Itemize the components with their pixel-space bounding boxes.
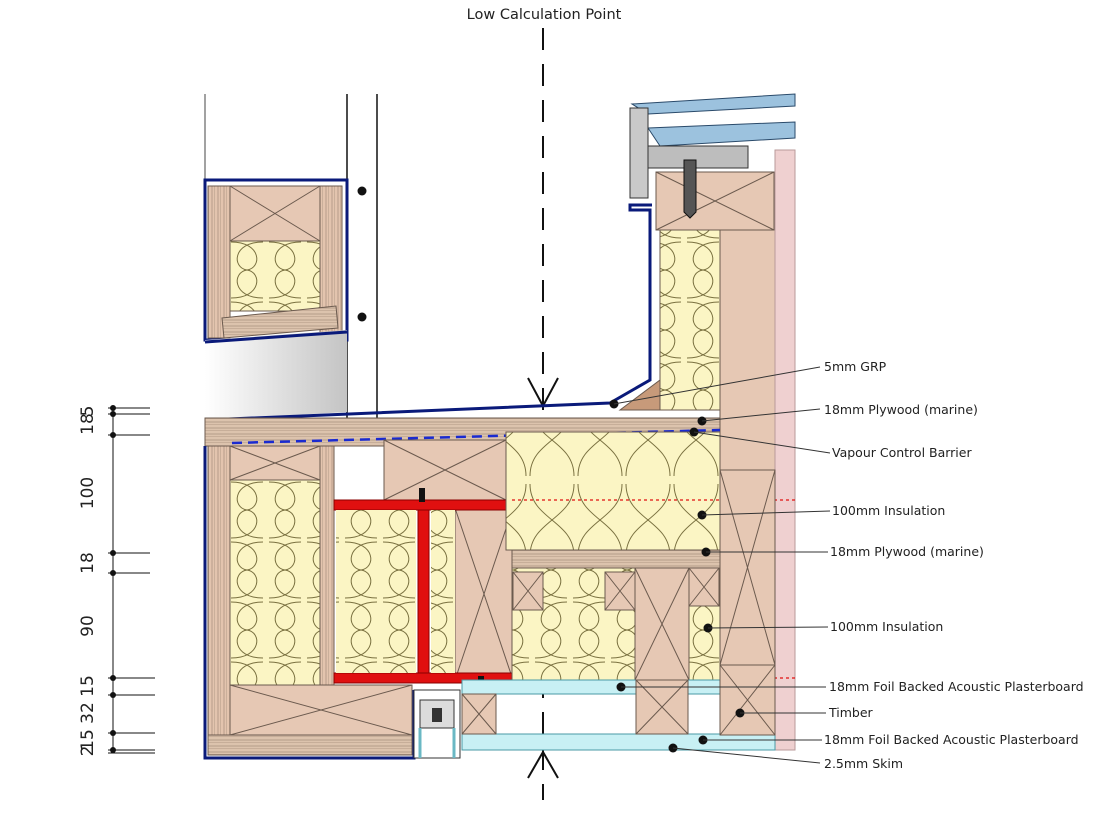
- sole-plate: [207, 734, 413, 756]
- upstand-insulation: [659, 229, 721, 411]
- timber-cross: [688, 567, 720, 607]
- bolt-icon: [419, 488, 425, 502]
- label-plywood-top: 18mm Plywood (marine): [824, 402, 978, 417]
- fixing-dot: [357, 312, 367, 322]
- wall-insulation: [229, 479, 321, 686]
- label-insulation-top: 100mm Insulation: [832, 503, 945, 518]
- render-layer: [774, 149, 796, 751]
- right-stud: [319, 445, 335, 687]
- up-arrow: [527, 749, 559, 779]
- dimension-label: 100: [78, 477, 98, 509]
- label-plasterboard-bottom: 18mm Foil Backed Acoustic Plasterboard: [824, 732, 1079, 747]
- diagram-title: Low Calculation Point: [467, 7, 622, 23]
- parapet-stud-left: [207, 185, 231, 339]
- dimension-label: 18: [78, 552, 98, 574]
- timber-cross: [461, 693, 497, 735]
- label-insulation-low: 100mm Insulation: [830, 619, 943, 634]
- label-plasterboard-top: 18mm Foil Backed Acoustic Plasterboard: [829, 679, 1084, 694]
- left-stud: [207, 445, 231, 739]
- track-clip: [432, 708, 442, 722]
- dimension-label: 5: [78, 406, 98, 417]
- parapet-board: [221, 305, 339, 339]
- dimension-label: 90: [78, 615, 98, 637]
- label-plywood-mid: 18mm Plywood (marine): [830, 544, 984, 559]
- leader-lines: [613, 366, 831, 764]
- plasterboard-lower: [461, 733, 776, 751]
- timber-cross: [655, 171, 775, 231]
- dimension-label: 15: [78, 675, 98, 697]
- plywood-mid: [511, 549, 721, 569]
- timber-cross: [512, 571, 544, 611]
- timber-cross: [604, 571, 636, 611]
- label-vapour-barrier: Vapour Control Barrier: [832, 445, 972, 460]
- screw-icon: [683, 159, 697, 219]
- window-sill: [647, 145, 749, 169]
- membrane-upper: [204, 330, 348, 344]
- tilt-fillet: [618, 379, 661, 411]
- steel-infill-insulation: [431, 510, 455, 673]
- timber-cross: [383, 439, 507, 501]
- fixing-dot: [357, 186, 367, 196]
- timber-cross: [229, 185, 321, 242]
- timber-cross: [229, 445, 321, 481]
- gutter-void: [205, 330, 347, 420]
- steel-web: [417, 509, 430, 674]
- glazing-top: [630, 93, 796, 115]
- dimension-label: 2: [78, 746, 98, 757]
- glazing-bottom: [647, 121, 796, 147]
- dimension-label: 32: [78, 702, 98, 724]
- roof-insulation-upper: [505, 431, 721, 551]
- timber-cross: [229, 684, 413, 736]
- label-skim: 2.5mm Skim: [824, 756, 903, 771]
- upright-timber: [719, 229, 776, 471]
- dimension-label: 18: [78, 413, 98, 435]
- label-grp: 5mm GRP: [824, 359, 887, 374]
- timber-cross: [454, 507, 514, 681]
- parapet-insulation: [229, 240, 321, 312]
- steel-infill-insulation: [336, 510, 416, 673]
- timber-cross: [634, 567, 690, 681]
- timber-cross: [719, 469, 776, 666]
- timber-cross: [719, 664, 776, 736]
- timber-cross: [635, 679, 689, 735]
- label-timber: Timber: [828, 705, 874, 720]
- window-frame: [629, 107, 649, 199]
- dimension-ticks: [108, 405, 155, 754]
- dimension-label: 15: [78, 729, 98, 751]
